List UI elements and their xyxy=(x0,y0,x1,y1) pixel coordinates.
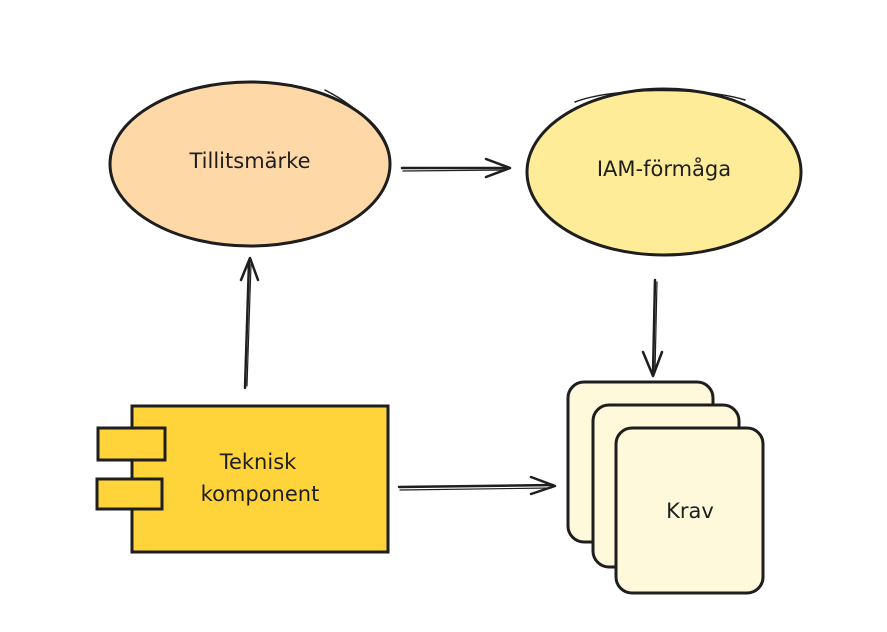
arrow-iam-to-krav[interactable] xyxy=(641,278,664,378)
arrow-teknisk-to-krav-head xyxy=(529,475,557,496)
arrow-iam-to-krav-shaft xyxy=(651,278,657,376)
teknisk-komponent-label-line1: Teknisk xyxy=(219,450,297,474)
arrow-teknisk-to-tillitsmarke-shaft-sketch xyxy=(246,263,252,387)
arrow-teknisk-to-krav-shaft xyxy=(397,483,555,489)
node-iam-formaga[interactable]: IAM-förmåga xyxy=(525,87,803,257)
arrow-tillitsmarke-to-iam-shaft-sketch xyxy=(402,169,507,172)
teknisk-komponent-shape xyxy=(130,404,390,554)
iam-formaga-label: IAM-förmåga xyxy=(597,156,731,181)
node-teknisk-komponent[interactable]: Teknisk komponent xyxy=(95,404,390,554)
teknisk-komponent-tab-top xyxy=(96,426,167,462)
krav-label: Krav xyxy=(666,499,714,523)
arrow-teknisk-to-tillitsmarke-shaft xyxy=(243,260,251,390)
teknisk-komponent-tab-bottom xyxy=(95,477,164,511)
arrow-teknisk-to-krav-shaft-sketch xyxy=(399,487,552,491)
iam-formaga-shape xyxy=(525,87,803,257)
arrow-tillitsmarke-to-iam-head xyxy=(484,157,512,179)
node-krav[interactable]: Krav xyxy=(566,380,765,595)
arrow-teknisk-to-tillitsmarke-head xyxy=(239,256,260,282)
tillitsmarke-label: Tillitsmärke xyxy=(189,149,311,173)
teknisk-komponent-label-line2: komponent xyxy=(201,482,320,506)
arrow-teknisk-to-krav[interactable] xyxy=(397,475,557,496)
arrow-iam-to-krav-head xyxy=(641,350,664,378)
arrow-iam-to-krav-shaft-sketch xyxy=(654,281,658,373)
krav-card-front xyxy=(614,426,765,595)
tillitsmarke-sketch-stroke xyxy=(324,89,391,169)
iam-formaga-sketch-stroke xyxy=(574,89,746,103)
node-tillitsmarke[interactable]: Tillitsmärke xyxy=(108,80,392,248)
arrow-tillitsmarke-to-iam[interactable] xyxy=(400,157,512,179)
arrow-teknisk-to-tillitsmarke[interactable] xyxy=(239,256,260,390)
